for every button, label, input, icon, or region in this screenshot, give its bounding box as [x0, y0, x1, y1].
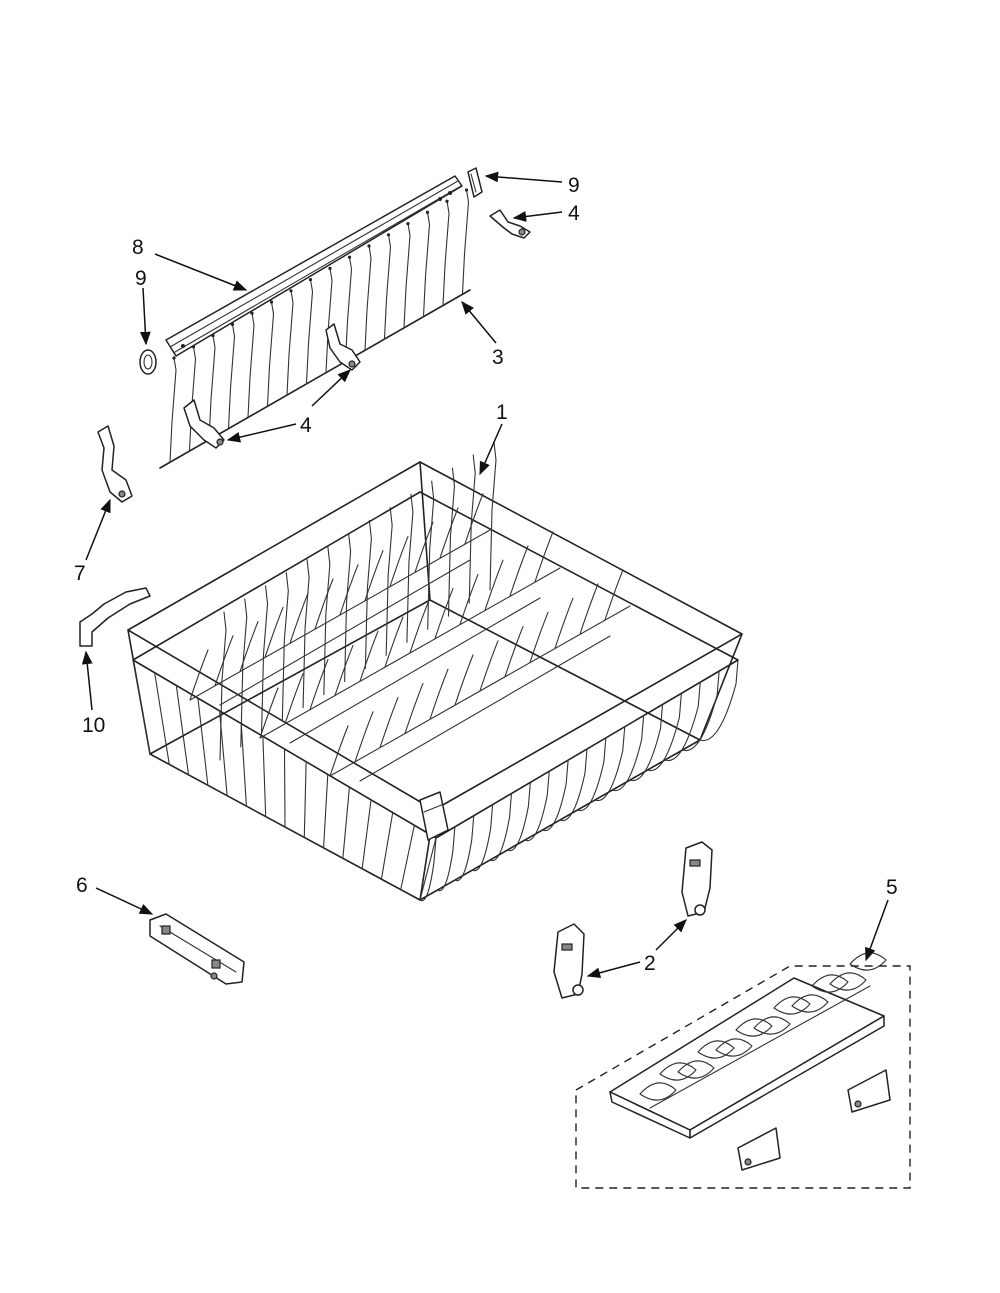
- clip-part-middle: [325, 323, 361, 371]
- callout-labels: 9 4 8 9 3 4 1 7 10 6 2 5: [74, 174, 898, 975]
- callout-10: 10: [82, 714, 105, 737]
- callout-7: 7: [74, 562, 86, 585]
- callout-5: 5: [886, 876, 898, 899]
- tine-row-part: [159, 188, 471, 469]
- callout-6: 6: [76, 874, 88, 897]
- callout-9-top: 9: [568, 174, 580, 197]
- rail-part: [165, 175, 463, 357]
- callout-8: 8: [132, 236, 144, 259]
- end-cap-right-part: [467, 167, 483, 198]
- callout-1: 1: [496, 401, 508, 424]
- end-cap-left-part: [139, 349, 157, 375]
- rack-wire-detail: [132, 441, 739, 902]
- clip-part-lower: [183, 399, 225, 449]
- rail-clip-part: [149, 913, 245, 985]
- clip-part-upper: [489, 209, 531, 239]
- callout-9-left: 9: [135, 267, 147, 290]
- callout-4-top: 4: [568, 202, 580, 225]
- roller-part-right: [681, 841, 713, 917]
- callout-3: 3: [492, 346, 504, 369]
- cup-shelf-kit: [575, 952, 911, 1189]
- callout-4-mid: 4: [300, 414, 312, 437]
- bracket-part: [97, 425, 133, 503]
- callout-2: 2: [644, 952, 656, 975]
- roller-part-left: [553, 923, 585, 999]
- arm-part: [79, 587, 151, 647]
- leader-lines: [81, 171, 889, 979]
